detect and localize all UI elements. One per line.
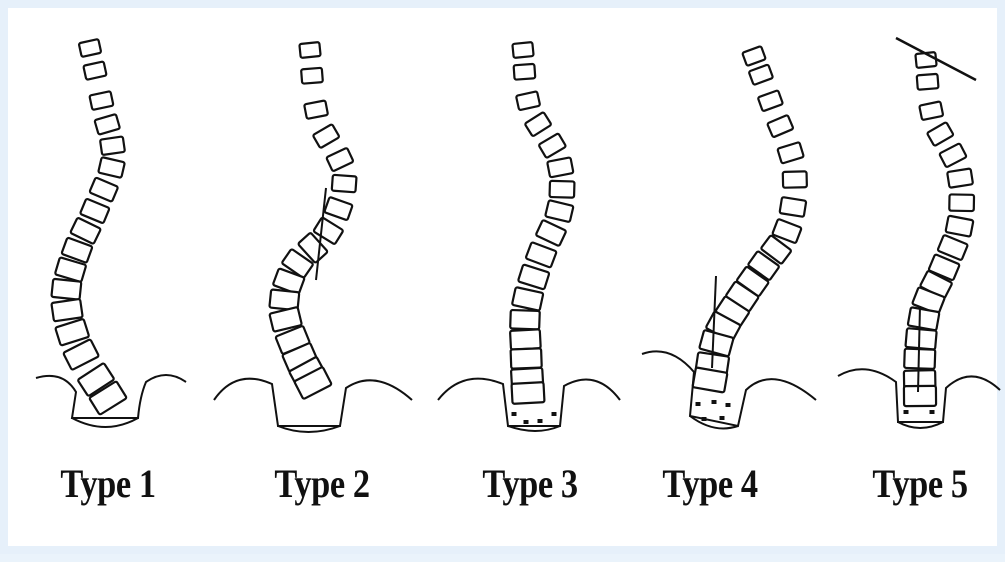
vertebra [919,101,943,120]
vertebra [89,91,113,110]
vertebra [518,264,550,289]
vertebra [51,299,82,321]
vertebra [511,348,542,368]
sacrum-dot [712,400,717,404]
vertebra [526,242,557,268]
type-5-label: Type 5 [851,460,989,507]
sacrum-dot [696,402,701,406]
spine-panel-4 [642,46,816,428]
vertebra [917,74,939,90]
vertebra [547,157,573,177]
vertebra [304,100,328,119]
spine-panel-5 [838,38,1000,428]
vertebra [510,329,541,349]
vertebra [83,61,106,79]
sacrum-dot [702,417,707,421]
spine-panels [36,38,1000,432]
vertebra [908,307,940,330]
sacrum-dot [538,419,543,423]
vertebra [949,194,974,211]
sacrum-dot [512,412,517,416]
vertebra [514,64,536,80]
spine-panel-2 [214,42,412,432]
vertebra [511,382,544,404]
vertebra [538,133,566,158]
sacrum-dot [552,412,557,416]
vertebra [947,168,973,187]
vertebra [332,175,357,193]
vertebra [94,114,120,135]
vertebra [939,143,967,167]
vertebra [510,310,540,330]
spine-panel-3 [438,42,620,431]
type-1-label: Type 1 [39,460,177,507]
vertebra [79,39,102,57]
vertebra [545,200,573,222]
spine-panel-1 [36,39,186,427]
vertebra [783,171,807,187]
vertebra [512,42,533,58]
vertebra [301,68,323,84]
sacrum-dot [904,410,909,414]
vertebra [905,328,936,349]
sacrum-dot [726,403,731,407]
type-3-label: Type 3 [461,460,599,507]
vertebra [777,142,804,164]
sacrum-dot [524,420,529,424]
vertebra [693,367,728,392]
vertebra [525,112,552,137]
vertebra [89,177,118,202]
type-4-label: Type 4 [641,460,779,507]
vertebra [749,64,773,85]
vertebra [100,136,125,155]
sacrum-base [72,418,138,427]
vertebra [536,220,567,246]
vertebra [324,197,353,220]
vertebra [904,386,936,406]
vertebra [945,216,973,237]
sacrum-dot [720,416,725,420]
vertebra [767,115,793,138]
sacrum-dot [930,410,935,414]
vertebra [512,287,543,311]
vertebra [326,148,353,172]
vertebra [780,197,807,217]
vertebra [742,46,766,66]
vertebra [299,42,320,58]
vertebra [98,157,125,178]
vertebra [927,122,954,146]
type-2-label: Type 2 [253,460,391,507]
vertebra [516,91,540,110]
vertebra [313,124,340,148]
vertebra [550,181,575,198]
vertebra [758,90,783,111]
vertebra [51,279,81,300]
